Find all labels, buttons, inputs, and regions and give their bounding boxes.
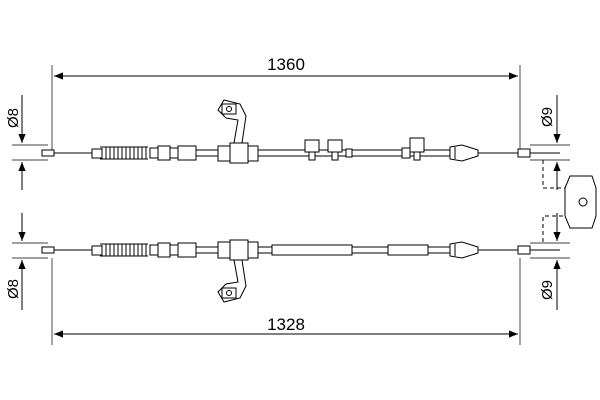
bottom-left-diameter-dimension: Ø8 [5, 213, 48, 310]
end-fitting-detail [542, 160, 597, 242]
top-length-dimension: 1360 [51, 55, 521, 155]
top-right-diameter-label: Ø9 [539, 107, 556, 127]
top-length-label: 1360 [267, 55, 305, 74]
top-cable-body [41, 99, 560, 164]
bottom-length-dimension: 1328 [51, 258, 521, 345]
top-cable: 1360 Ø8 Ø9 [5, 55, 570, 190]
bottom-length-label: 1328 [267, 315, 305, 334]
bottom-left-diameter-label: Ø8 [5, 279, 22, 299]
bottom-right-diameter-label: Ø9 [539, 280, 556, 300]
top-right-diameter-dimension: Ø9 [530, 95, 570, 190]
top-left-diameter-label: Ø8 [5, 108, 22, 128]
bottom-right-diameter-dimension: Ø9 [530, 213, 570, 310]
top-left-diameter-dimension: Ø8 [5, 95, 48, 190]
bottom-cable: Ø8 Ø9 [5, 213, 570, 345]
bottom-cable-body [41, 239, 560, 303]
